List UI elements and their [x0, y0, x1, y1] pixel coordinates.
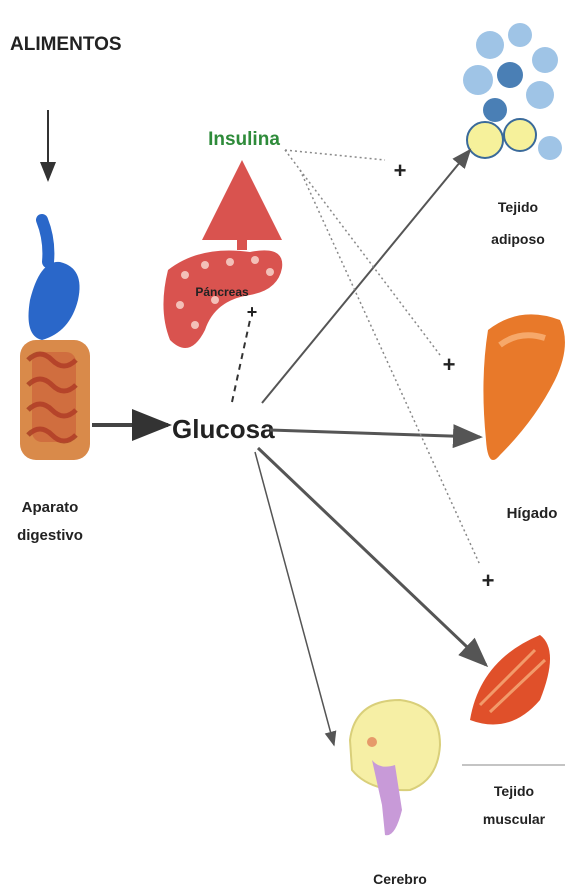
insulina-label: Insulina — [208, 129, 280, 150]
aparato-label-line1: Aparato — [22, 499, 79, 516]
digestive-system-icon — [20, 220, 90, 460]
glucose-to-pancreas-dashed — [232, 320, 250, 402]
muscle-tissue-icon — [470, 635, 550, 725]
glucose-to-liver-arrow — [270, 430, 480, 437]
tejido-muscular-label-line1: Tejido — [494, 783, 534, 799]
insulin-to-liver-dotted — [285, 150, 440, 355]
glucose-to-adipose-arrow — [262, 150, 470, 403]
liver-icon — [483, 314, 565, 460]
tejido-adiposo-label-line2: adiposo — [491, 231, 545, 247]
aparato-label-line2: digestivo — [17, 527, 83, 544]
adipose-plus-sign: + — [394, 158, 407, 183]
glucose-to-brain-arrow — [255, 452, 334, 745]
pancreas-label: Páncreas — [195, 285, 249, 299]
insulin-to-adipose-dotted — [285, 150, 385, 160]
adipose-tissue-icon — [463, 23, 562, 160]
alimentos-label: ALIMENTOS — [10, 34, 122, 55]
pancreas-stimulus-sign: + — [247, 302, 258, 322]
cerebro-label: Cerebro — [373, 871, 427, 887]
liver-plus-sign: + — [443, 352, 456, 377]
pancreas-icon — [163, 250, 282, 348]
higado-label: Hígado — [507, 505, 558, 522]
glucose-to-muscle-arrow — [258, 448, 486, 665]
brain-icon — [350, 700, 440, 835]
tejido-muscular-label-line2: muscular — [483, 811, 546, 827]
tejido-adiposo-label-line1: Tejido — [498, 199, 538, 215]
glucosa-label: Glucosa — [172, 414, 275, 444]
muscle-plus-sign: + — [482, 568, 495, 593]
